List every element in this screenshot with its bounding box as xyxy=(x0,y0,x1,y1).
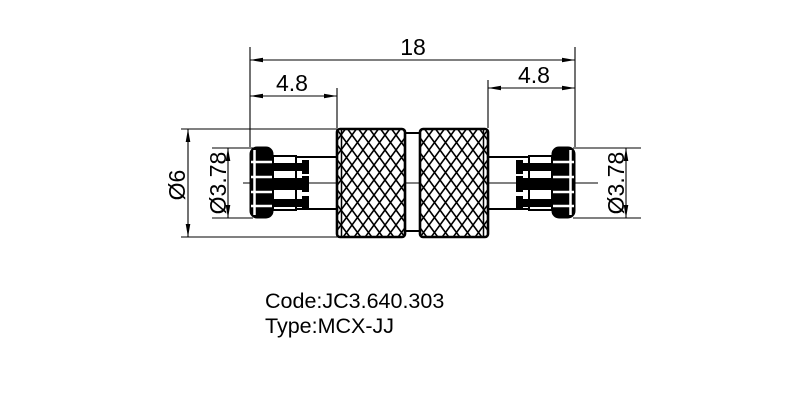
arrowhead xyxy=(324,93,337,99)
left-connector-end xyxy=(249,146,337,219)
knurled-body xyxy=(335,127,490,239)
prong xyxy=(273,163,303,171)
prong-cap xyxy=(302,160,309,174)
arrowhead xyxy=(250,93,263,99)
prong xyxy=(522,163,552,171)
contact-cap xyxy=(302,176,309,192)
arrowhead xyxy=(623,148,629,161)
dim-left-section-label: 4.8 xyxy=(276,70,308,96)
prong xyxy=(273,199,303,207)
center-groove xyxy=(404,132,421,232)
center-contact xyxy=(273,178,303,190)
arrowhead xyxy=(562,85,575,91)
arrowhead xyxy=(225,205,231,218)
dim-total-length-label: 18 xyxy=(400,34,426,60)
prong xyxy=(522,199,552,207)
dim-right-section-label: 4.8 xyxy=(518,62,550,88)
part-code-label: Code:JC3.640.303 xyxy=(265,289,444,313)
dim-left-tip-diameter-label: Ø3.78 xyxy=(205,152,231,215)
left-knurl xyxy=(335,127,407,239)
arrowhead xyxy=(562,57,575,63)
prong-cap xyxy=(302,196,309,210)
prong-cap xyxy=(516,196,523,210)
arrowhead xyxy=(225,148,231,161)
contact-cap xyxy=(516,176,523,192)
arrowheads xyxy=(185,57,629,237)
arrowhead xyxy=(185,129,191,142)
prong-cap xyxy=(516,160,523,174)
arrowhead xyxy=(623,205,629,218)
part-type-label: Type:MCX-JJ xyxy=(265,314,394,338)
dim-body-diameter-label: Ø6 xyxy=(164,170,190,201)
center-contact xyxy=(522,178,552,190)
arrowhead xyxy=(185,224,191,237)
arrowhead xyxy=(250,57,263,63)
right-knurl xyxy=(418,127,490,239)
dim-right-tip-diameter-label: Ø3.78 xyxy=(603,152,629,215)
right-connector-end xyxy=(488,146,576,219)
arrowhead xyxy=(488,85,501,91)
